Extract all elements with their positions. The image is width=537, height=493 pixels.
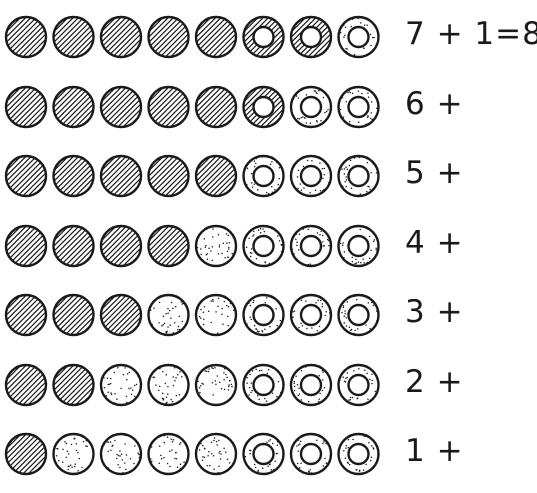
bead-ring-dot [244, 295, 284, 335]
bead-ring-dot [291, 87, 331, 127]
bead-string [0, 282, 410, 348]
bead-dot [196, 365, 236, 405]
bead-ring-dot [339, 364, 379, 404]
equation-label: 1 + [405, 433, 464, 473]
bead-string [0, 421, 410, 487]
bead-ring-dot [339, 87, 379, 127]
bead-row-7: 1 + [0, 421, 537, 487]
bead-row-6: 2 + [0, 352, 537, 418]
bead-dot [149, 434, 189, 474]
bead-dot [101, 434, 141, 474]
equation-label: 2 + [405, 364, 464, 404]
bead-dot [196, 434, 236, 474]
bead-row-2: 6 + [0, 74, 537, 140]
bead-ring-dot [291, 156, 331, 196]
bead-row-1: 7 + 1=8 [0, 4, 537, 70]
bead-ring-dot [338, 17, 378, 57]
bead-ring-dot [244, 226, 284, 266]
bead-ring-dot [291, 295, 331, 335]
equation-label: 4 + [405, 225, 464, 265]
bead-ring-dot [339, 295, 379, 335]
bead-ring-dot [339, 156, 379, 196]
equation-label: 5 + [405, 155, 464, 195]
bead-dot [196, 295, 236, 336]
bead-string [0, 213, 410, 279]
bead-string [0, 74, 410, 140]
bead-dot [101, 365, 141, 405]
bead-string [0, 4, 410, 70]
bead-row-5: 3 + [0, 282, 537, 348]
bead-string [0, 143, 410, 209]
bead-ring-dot [338, 434, 378, 474]
bead-ring-dot [291, 226, 331, 266]
equation-label: 6 + [405, 86, 464, 126]
bead-dot [196, 226, 236, 267]
bead-dot [54, 434, 94, 474]
bead-ring-dot [244, 364, 284, 404]
bead-row-4: 4 + [0, 213, 537, 279]
bead-row-3: 5 + [0, 143, 537, 209]
equation-label: 7 + 1=8 [405, 16, 537, 56]
bead-ring-dot [339, 226, 379, 266]
bead-ring-dot [244, 156, 284, 196]
bead-dot [148, 365, 188, 405]
equation-label: 3 + [405, 294, 464, 334]
bead-ring-dot [291, 434, 331, 474]
bead-string [0, 352, 410, 418]
bead-dot [148, 295, 188, 335]
bead-ring-dot [291, 365, 331, 405]
bead-ring-dot [244, 434, 284, 474]
